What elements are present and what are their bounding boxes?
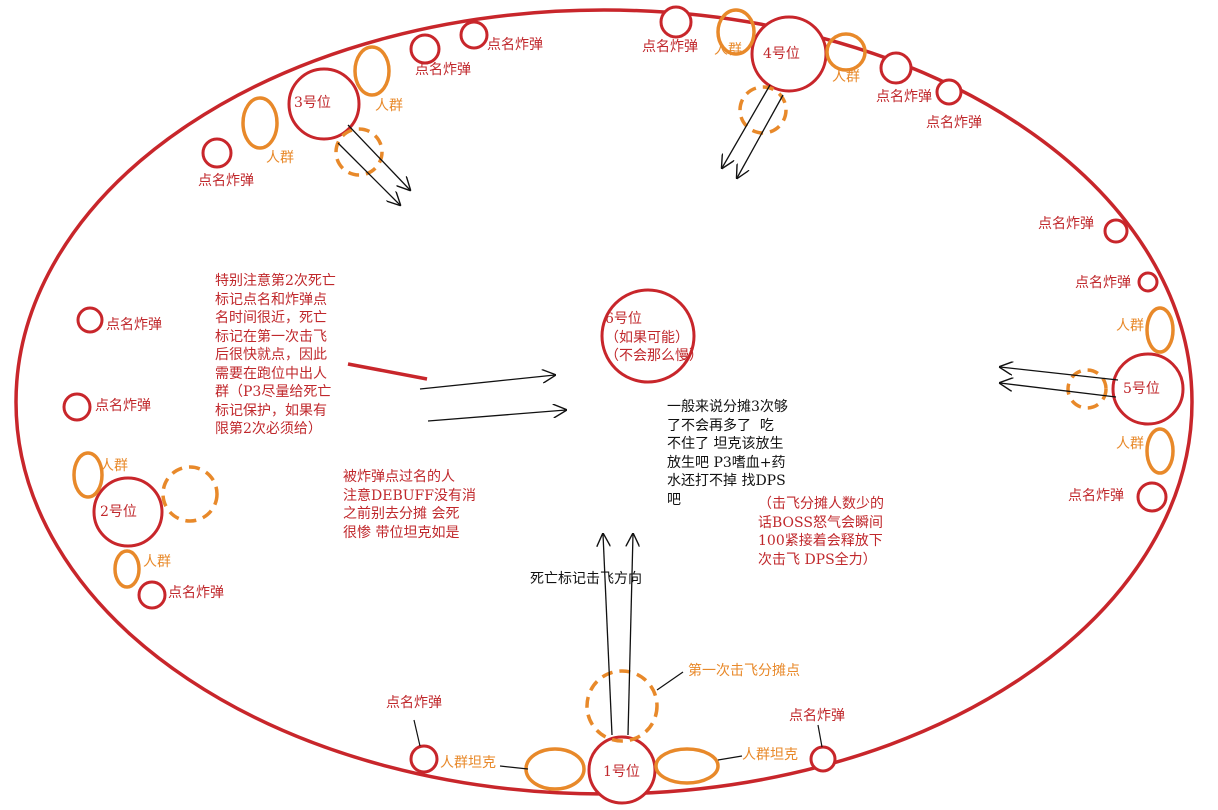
position-label-2: 2号位 (100, 504, 137, 520)
bomb-label: 点名炸弹 (1075, 275, 1131, 291)
crowd-label: 人群 (1116, 318, 1144, 334)
crowd-label: 人群 (100, 458, 128, 474)
arrow-p5-b (1000, 383, 1117, 398)
crowd-marker (825, 32, 867, 72)
bomb-marker (62, 392, 92, 422)
bomb-marker (76, 306, 104, 334)
bomb-label: 点名炸弹 (415, 62, 471, 78)
share-point-p5 (1066, 368, 1108, 410)
bomb-marker (409, 33, 441, 65)
arrow-p3-b (337, 142, 400, 205)
crowd-marker (716, 8, 756, 56)
leader-line (717, 755, 743, 761)
bomb-marker (659, 5, 693, 39)
crowd-label: 人群 (266, 150, 294, 166)
bomb-label: 点名炸弹 (876, 89, 932, 105)
crowd-tank-label: 人群坦克 (742, 747, 798, 763)
crowd-marker (524, 747, 586, 791)
crowd-label: 人群 (832, 69, 860, 85)
share-points (161, 85, 1108, 743)
crowd-marker (353, 45, 391, 97)
note-pointer-line (347, 362, 428, 381)
bomb-label: 点名炸弹 (1038, 216, 1094, 232)
bomb-label: 点名炸弹 (789, 708, 845, 724)
crowd-marker (241, 96, 279, 150)
bomb-label: 点名炸弹 (95, 398, 151, 414)
bomb-marker (1103, 218, 1129, 244)
crowd-label: 人群 (375, 98, 403, 114)
arrow-p5-a (1000, 367, 1119, 381)
boss-rage-note: （击飞分摊人数少的 话BOSS怒气会瞬间 100紧接着会释放下 次击飞 DPS全… (758, 496, 884, 568)
crowd-marker (113, 549, 141, 589)
position-label-4: 4号位 (763, 46, 800, 62)
bomb-marker (809, 745, 837, 773)
crowd-tank-label: 人群坦克 (440, 755, 496, 771)
share-point-p2 (161, 465, 219, 523)
bomb-label: 点名炸弹 (926, 115, 982, 131)
position-label-3: 3号位 (294, 95, 331, 111)
center-position-note: 6号位 （如果可能） （不会那么慢） (605, 311, 703, 364)
crowd-label: 人群 (714, 42, 742, 58)
bomb-label: 点名炸弹 (1068, 488, 1124, 504)
share-point-p3 (334, 127, 384, 177)
arrow-p4-b (737, 94, 784, 178)
share-point-p1 (585, 669, 659, 743)
leader-line (817, 724, 823, 748)
first-share-point-label: 第一次击飞分摊点 (688, 663, 800, 679)
arrow-p4-a (722, 84, 771, 168)
bomb-label: 点名炸弹 (168, 585, 224, 601)
bomb-markers (62, 5, 1168, 774)
position-circle-2 (92, 476, 164, 548)
arrow-p1-b (628, 534, 633, 736)
left-attention-note: 特别注意第2次死亡 标记点名和炸弹点 名时间很近，死亡 标记在第一次击飞 后很快… (215, 273, 336, 437)
position-label-5: 5号位 (1123, 381, 1160, 397)
bomb-marker (201, 137, 233, 169)
crowd-marker (1145, 306, 1175, 354)
bomb-label: 点名炸弹 (642, 39, 698, 55)
bomb-marker (1136, 481, 1168, 513)
arrow-p3-a (347, 124, 410, 190)
leader-lines (413, 671, 823, 770)
bomb-label: 点名炸弹 (386, 695, 442, 711)
position-circle-6 (600, 288, 696, 384)
bomb-label: 点名炸弹 (198, 173, 254, 189)
position-circle-3 (287, 67, 361, 141)
arrow-p2-b (427, 410, 566, 422)
bomb-marker (935, 78, 963, 106)
position-label-1: 1号位 (603, 764, 640, 780)
crowd-marker (654, 747, 720, 785)
crowd-marker (1145, 427, 1175, 475)
crowd-label: 人群 (1116, 436, 1144, 452)
share-point-p4 (738, 85, 788, 135)
bomb-marker (879, 51, 913, 85)
position-circle-5 (1111, 352, 1185, 426)
crowd-marker (72, 451, 104, 499)
bomb-label: 点名炸弹 (487, 37, 543, 53)
knockback-arrows (337, 84, 1119, 736)
bomb-marker (459, 20, 489, 50)
bomb-marker (409, 744, 439, 774)
crowd-label: 人群 (143, 554, 171, 570)
bomb-marker (1137, 271, 1159, 293)
bomb-label: 点名炸弹 (106, 317, 162, 333)
bomb-marker (137, 580, 167, 610)
arrow-p1-a (603, 534, 613, 736)
knockback-direction-label: 死亡标记击飞方向 (530, 571, 642, 587)
share-count-note: 一般来说分摊3次够 了不会再多了 吃 不住了 坦克该放生 放生吧 P3嗜血+药 … (667, 399, 788, 508)
leader-line (413, 719, 421, 747)
arrow-p2-a (419, 375, 555, 390)
bomb-debuff-note: 被炸弹点过名的人 注意DEBUFF没有消 之前别去分摊 会死 很惨 带位坦克如是 (343, 469, 476, 541)
leader-line (499, 765, 529, 770)
leader-line (656, 671, 684, 691)
